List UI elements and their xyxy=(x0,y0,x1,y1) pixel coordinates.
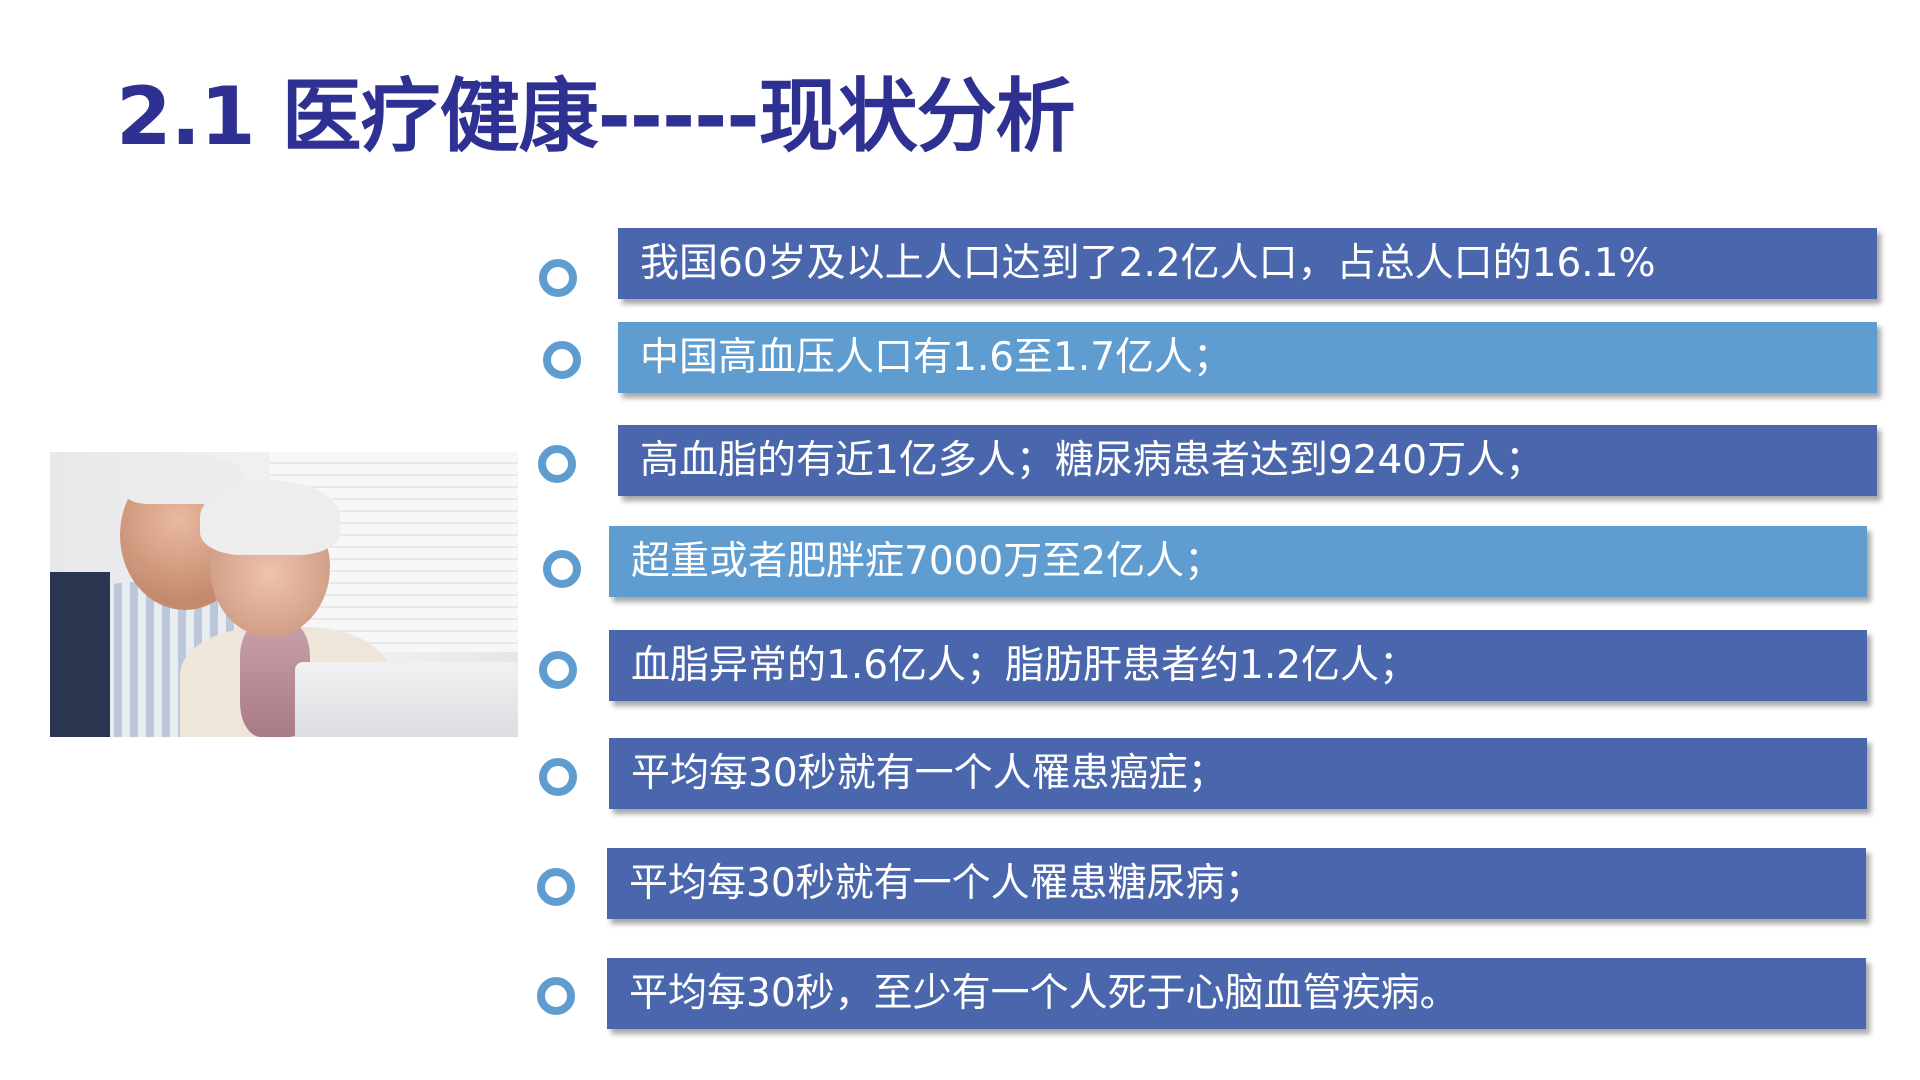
list-item: 高血脂的有近1亿多人；糖尿病患者达到9240万人； xyxy=(618,425,1877,496)
bullet-ring-icon xyxy=(538,445,576,483)
list-item: 超重或者肥胖症7000万至2亿人； xyxy=(609,526,1867,597)
bullet-ring-icon xyxy=(537,977,575,1015)
bullet-ring-icon xyxy=(539,651,577,689)
bullet-ring-icon xyxy=(543,341,581,379)
elderly-couple-photo xyxy=(50,452,518,737)
laptop xyxy=(295,662,518,737)
bullet-ring-icon xyxy=(539,758,577,796)
bullet-ring-icon xyxy=(539,259,577,297)
list-item: 平均每30秒就有一个人罹患糖尿病； xyxy=(607,848,1866,919)
list-item: 中国高血压人口有1.6至1.7亿人； xyxy=(618,322,1877,393)
bullet-ring-icon xyxy=(537,868,575,906)
page-title: 2.1 医疗健康-----现状分析 xyxy=(116,70,1076,163)
list-item: 平均每30秒，至少有一个人死于心脑血管疾病。 xyxy=(607,958,1866,1029)
list-item: 血脂异常的1.6亿人；脂肪肝患者约1.2亿人； xyxy=(609,630,1867,701)
list-item: 平均每30秒就有一个人罹患癌症； xyxy=(609,738,1867,809)
bullet-ring-icon xyxy=(543,550,581,588)
list-item: 我国60岁及以上人口达到了2.2亿人口，占总人口的16.1% xyxy=(618,228,1877,299)
